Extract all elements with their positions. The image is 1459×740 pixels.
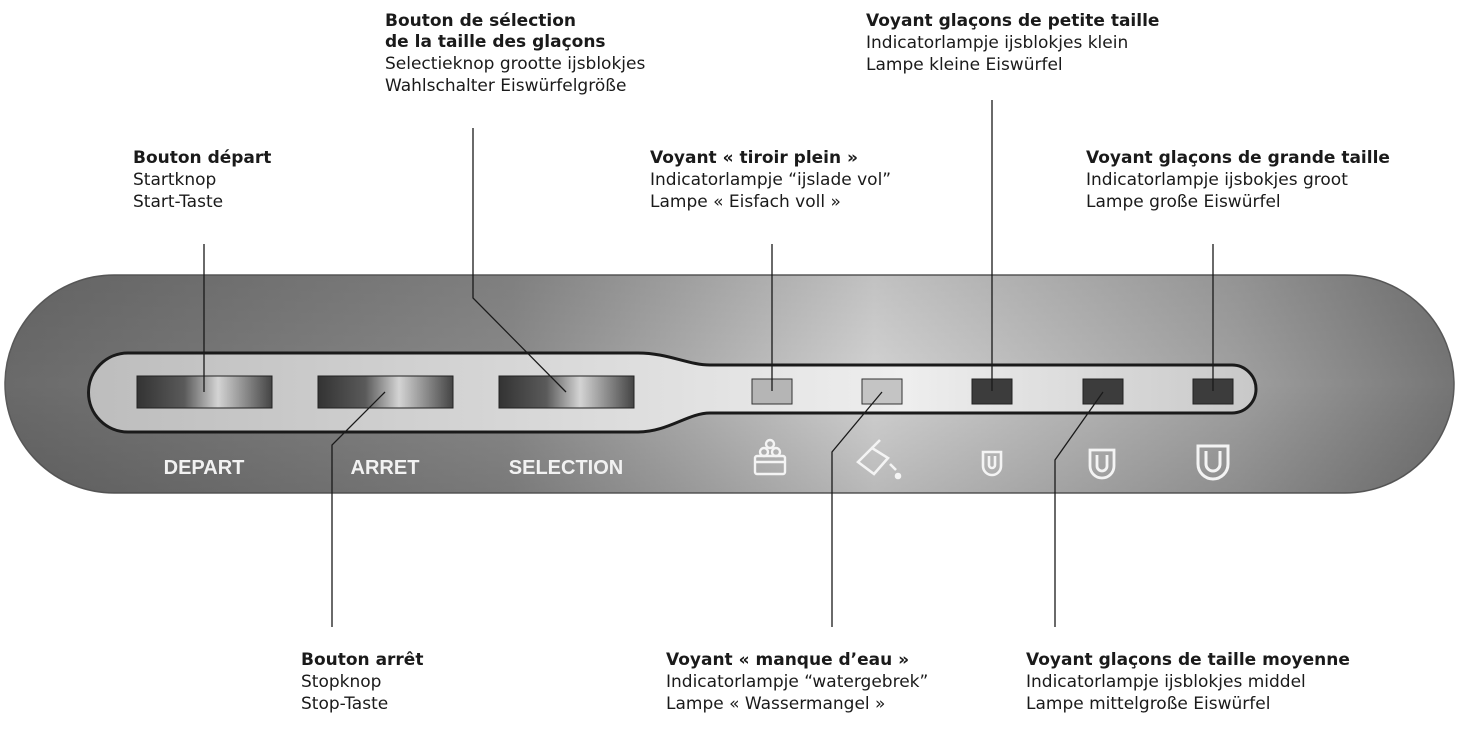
water-callout: Voyant « manque d’eau » Indicatorlampje …	[666, 650, 928, 715]
start-callout-title: Bouton départ	[133, 148, 272, 168]
selection-callout-line: Wahlschalter Eiswürfelgröße	[385, 76, 627, 96]
start-callout-line: Start-Taste	[133, 192, 224, 212]
leader-lines	[203, 100, 1214, 627]
water-callout-line: Lampe « Wassermangel »	[666, 694, 886, 714]
arret-label: ARRET	[351, 457, 420, 479]
selection-callout-line: Selectieknop grootte ijsblokjes	[385, 54, 646, 74]
small-ice-cube-icon	[981, 450, 1003, 477]
start-callout: Bouton départ Startknop Start-Taste	[133, 148, 271, 213]
water-shortage-lamp	[861, 378, 903, 405]
medium-ice-cube-icon	[1088, 448, 1116, 480]
small-ice-callout: Voyant glaçons de petite taille Indicato…	[866, 11, 1159, 76]
start-callout-line: Startknop	[133, 170, 217, 190]
selection-button[interactable]	[498, 375, 635, 409]
medium-ice-callout-line: Indicatorlampje ijsblokjes middel	[1026, 672, 1306, 692]
selection-label: SELECTION	[509, 457, 623, 479]
stop-callout-line: Stopknop	[301, 672, 382, 692]
medium-ice-callout-line: Lampe mittelgroße Eiswürfel	[1026, 694, 1271, 714]
large-ice-cube-icon	[1196, 444, 1230, 481]
selection-callout: Bouton de sélection de la taille des gla…	[385, 11, 645, 97]
full-drawer-callout-line: Indicatorlampje “ijslade vol”	[650, 170, 892, 190]
large-ice-callout-line: Indicatorlampje ijsbokjes groot	[1086, 170, 1348, 190]
large-ice-callout-title: Voyant glaçons de grande taille	[1086, 148, 1390, 168]
small-ice-callout-title: Voyant glaçons de petite taille	[866, 11, 1160, 31]
water-callout-line: Indicatorlampje “watergebrek”	[666, 672, 929, 692]
medium-ice-leader	[1054, 391, 1104, 627]
large-ice-callout: Voyant glaçons de grande taille Indicato…	[1086, 148, 1390, 213]
selection-callout-title: Bouton de sélection	[385, 11, 577, 31]
large-ice-callout-line: Lampe große Eiswürfel	[1086, 192, 1281, 212]
full-drawer-callout-title: Voyant « tiroir plein »	[650, 148, 859, 168]
small-ice-callout-line: Indicatorlampje ijsblokjes klein	[866, 33, 1129, 53]
water-leader	[831, 391, 883, 627]
arret-button[interactable]	[317, 375, 454, 409]
water-pitcher-icon	[856, 439, 902, 480]
medium-ice-lamp	[1082, 378, 1124, 405]
stop-callout-title: Bouton arrêt	[301, 650, 424, 670]
full-drawer-callout-line: Lampe « Eisfach voll »	[650, 192, 841, 212]
stop-callout-line: Stop-Taste	[301, 694, 389, 714]
stop-leader	[331, 391, 386, 627]
depart-label: DEPART	[164, 457, 245, 479]
water-callout-title: Voyant « manque d’eau »	[666, 650, 910, 670]
small-ice-lamp	[971, 378, 1013, 405]
medium-ice-callout-title: Voyant glaçons de taille moyenne	[1026, 650, 1350, 670]
selection-leader	[472, 128, 567, 393]
small-ice-callout-line: Lampe kleine Eiswürfel	[866, 55, 1063, 75]
ice-drawer-full-icon	[753, 438, 787, 476]
selection-callout-title: de la taille des glaçons	[385, 32, 606, 52]
medium-ice-callout: Voyant glaçons de taille moyenne Indicat…	[1026, 650, 1350, 715]
control-track	[87, 351, 1258, 434]
stop-callout: Bouton arrêt Stopknop Stop-Taste	[301, 650, 423, 715]
full-drawer-callout: Voyant « tiroir plein » Indicatorlampje …	[650, 148, 891, 213]
